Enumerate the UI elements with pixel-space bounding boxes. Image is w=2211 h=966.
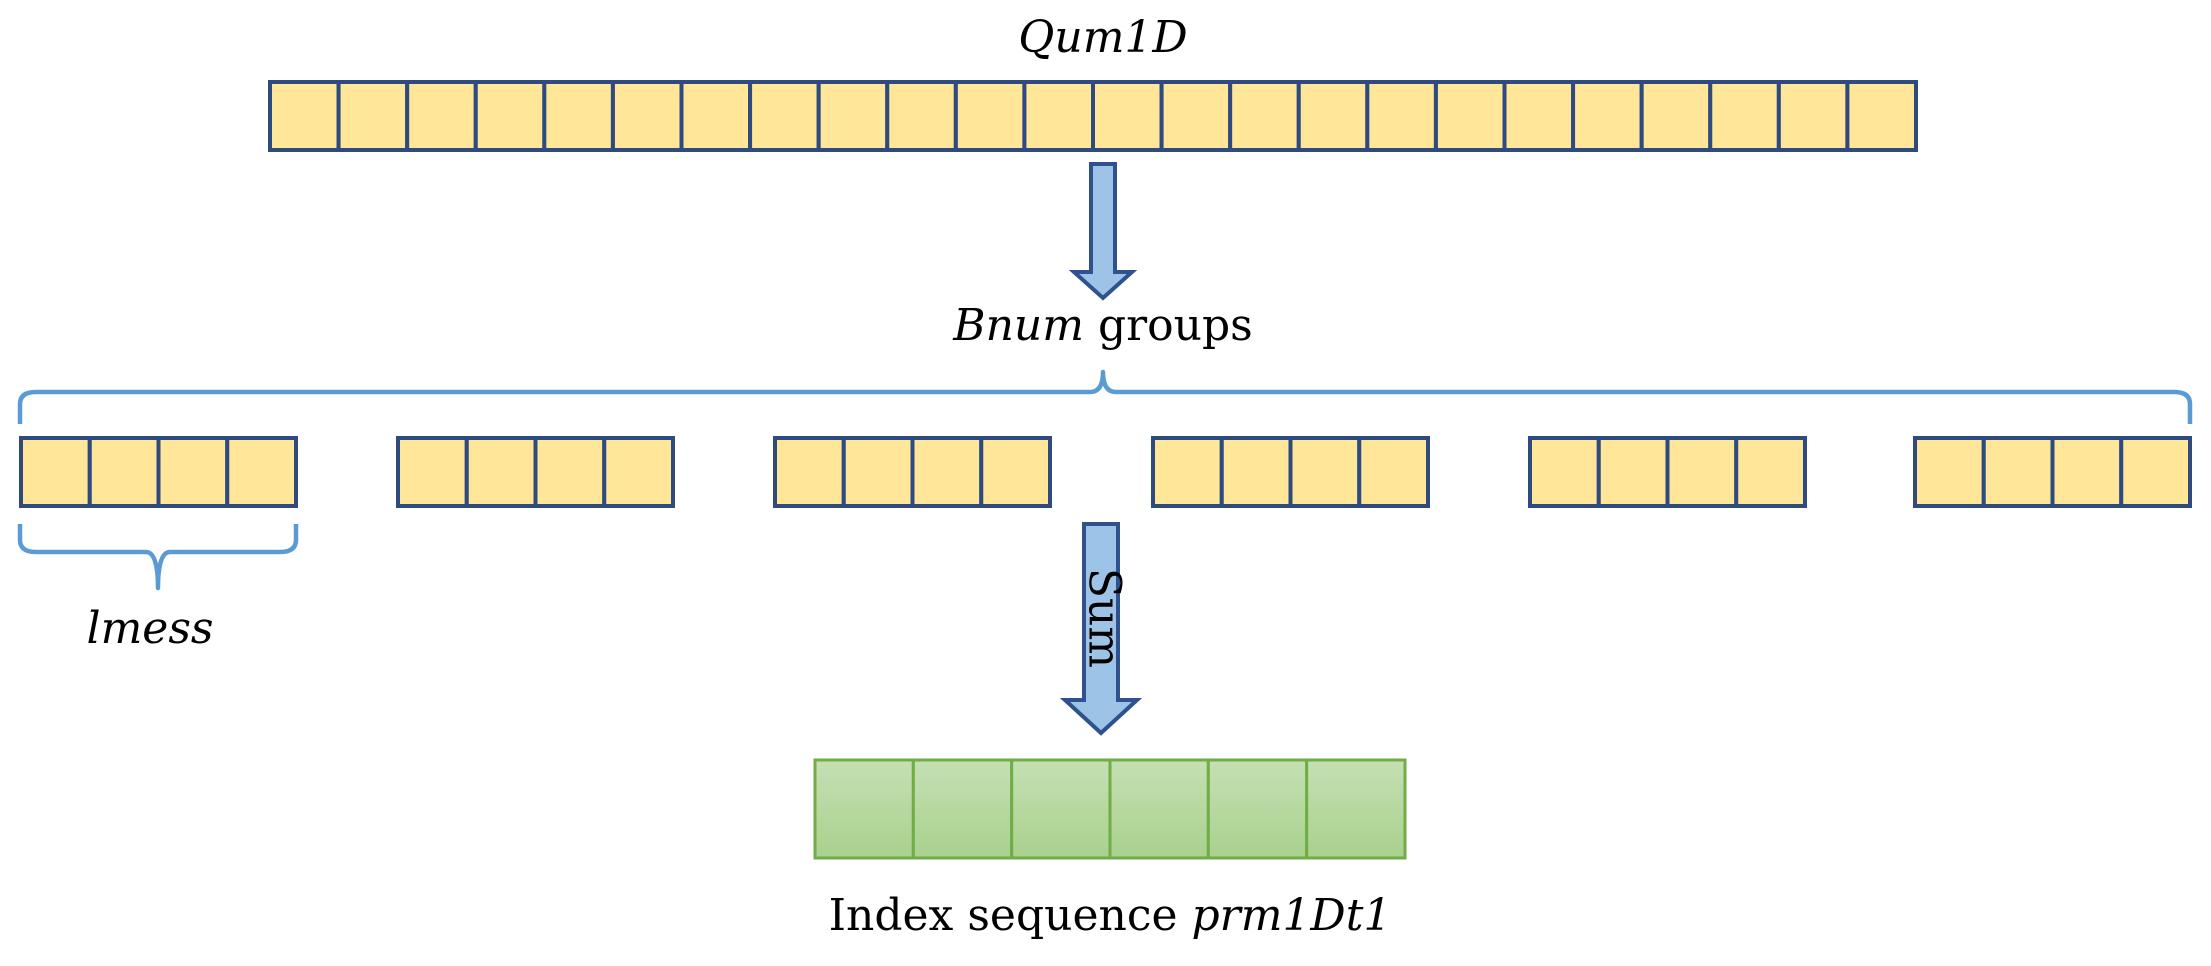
sequence-cell <box>610 80 684 152</box>
sequence-cell <box>748 80 821 152</box>
group-cell <box>1981 436 2055 508</box>
group-cell <box>225 436 298 508</box>
index-cell <box>911 758 1014 860</box>
sequence-cell <box>268 80 341 152</box>
sum-label: Sum <box>1079 568 1130 668</box>
group-block <box>19 436 298 508</box>
sequence-cell <box>542 80 615 152</box>
top-sequence-row <box>268 80 1918 152</box>
group-block <box>1528 436 1807 508</box>
sequence-cell <box>885 80 958 152</box>
group-cell <box>1219 436 1293 508</box>
group-block <box>396 436 675 508</box>
group-length-label: lmess <box>87 603 214 654</box>
group-cell <box>1288 436 1362 508</box>
sequence-cell <box>1433 80 1507 152</box>
index-sequence-label: Index sequence prm1Dt1 <box>829 890 1392 941</box>
top-sequence-label: Qum1D <box>1018 12 1187 63</box>
sequence-cell <box>1365 80 1438 152</box>
group-cell <box>910 436 984 508</box>
group-block <box>1913 436 2192 508</box>
group-cell <box>2119 436 2192 508</box>
group-cell <box>773 436 846 508</box>
sequence-cell <box>1228 80 1301 152</box>
group-cell <box>1151 436 1224 508</box>
index-cell <box>1206 758 1309 860</box>
index-cell <box>813 758 915 860</box>
sequence-cell <box>336 80 410 152</box>
sequence-cell <box>1296 80 1370 152</box>
group-cell <box>396 436 469 508</box>
sequence-cell <box>1639 80 1713 152</box>
sequence-cell <box>679 80 753 152</box>
index-cell <box>1010 758 1112 860</box>
sequence-cell <box>953 80 1027 152</box>
groups-variable: Bnum <box>952 300 1084 351</box>
sequence-cell <box>1091 80 1164 152</box>
group-cell <box>1665 436 1739 508</box>
group-cell <box>156 436 230 508</box>
group-length-brace <box>17 524 299 591</box>
sequence-cell <box>1159 80 1233 152</box>
group-block <box>1151 436 1430 508</box>
sequence-cell <box>473 80 547 152</box>
group-block <box>773 436 1052 508</box>
groups-row <box>19 436 2192 508</box>
index-cell <box>1305 758 1407 860</box>
index-sequence-prefix: Index sequence <box>829 890 1192 941</box>
group-cell <box>1528 436 1601 508</box>
index-sequence-variable: prm1Dt1 <box>1192 890 1392 941</box>
group-cell <box>979 436 1052 508</box>
group-cell <box>87 436 161 508</box>
group-cell <box>19 436 92 508</box>
index-sequence-row <box>813 758 1407 860</box>
group-cell <box>1357 436 1430 508</box>
sequence-cell <box>1708 80 1781 152</box>
sequence-cell <box>1845 80 1918 152</box>
sequence-cell <box>1502 80 1576 152</box>
group-cell <box>1596 436 1670 508</box>
groups-label: Bnum groups <box>952 300 1253 351</box>
group-cell <box>841 436 915 508</box>
sequence-cell <box>816 80 890 152</box>
group-cell <box>1913 436 1986 508</box>
groups-word: groups <box>1084 300 1253 351</box>
group-cell <box>2050 436 2124 508</box>
group-cell <box>602 436 675 508</box>
index-cell <box>1108 758 1210 860</box>
sequence-cell <box>1571 80 1644 152</box>
group-cell <box>1734 436 1807 508</box>
sequence-cell <box>1776 80 1850 152</box>
group-cell <box>533 436 607 508</box>
groups-brace <box>17 369 2193 424</box>
group-cell <box>464 436 538 508</box>
sequence-cell <box>1022 80 1095 152</box>
down-arrow-icon <box>1068 162 1138 301</box>
sum-arrow-icon <box>1059 522 1143 736</box>
sequence-cell <box>405 80 478 152</box>
